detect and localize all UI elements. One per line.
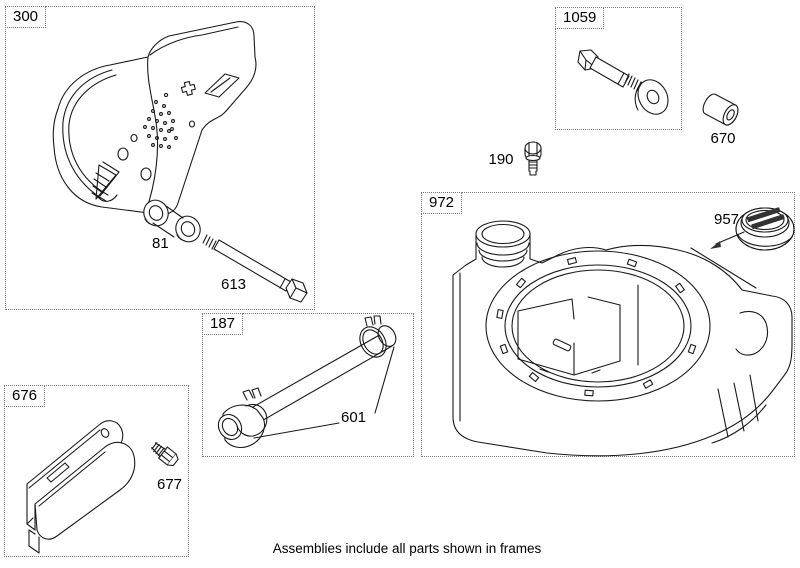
screw-illustration: [203, 235, 307, 302]
cover-screw-illustration: [149, 440, 180, 468]
perforation-dots: [144, 93, 178, 148]
part-number-613: 613: [221, 276, 247, 293]
leader-lines: [254, 347, 394, 438]
fuel-hose-frame: 187 601: [202, 313, 414, 457]
spacer-illustration: [700, 92, 746, 136]
cover-illustration: [5, 386, 188, 556]
cover-frame: 676 677: [4, 385, 189, 557]
fuel-cap-illustration: [736, 207, 794, 250]
part-number-81: 81: [152, 235, 169, 252]
cap-arrow: [716, 232, 744, 244]
part-number-670: 670: [710, 130, 736, 147]
fuel-hose-illustration: [203, 314, 413, 456]
frame-label-1059: 1059: [555, 7, 605, 29]
frame-label-972: 972: [421, 192, 463, 214]
frame-label-676: 676: [4, 385, 46, 407]
diagram-caption: Assemblies include all parts shown in fr…: [272, 541, 542, 556]
ring-tabs: [497, 258, 696, 396]
fuel-tank-illustration: [422, 207, 794, 456]
filler-neck: [476, 221, 530, 267]
bolt-washer-illustration: [556, 8, 681, 129]
fuel-tank-frame: 972: [421, 192, 795, 457]
bolt-190-illustration: [519, 140, 547, 178]
muffler-illustration: [6, 7, 314, 309]
part-number-190: 190: [488, 151, 514, 168]
bolt-kit-frame: 1059: [555, 7, 682, 130]
frame-label-187: 187: [202, 313, 244, 335]
muffler-frame: 300: [5, 6, 315, 310]
part-number-601: 601: [341, 409, 367, 426]
part-number-677: 677: [157, 476, 183, 493]
part-number-957: 957: [714, 211, 740, 228]
frame-label-300: 300: [5, 6, 47, 28]
gasket-illustration: [140, 196, 205, 246]
